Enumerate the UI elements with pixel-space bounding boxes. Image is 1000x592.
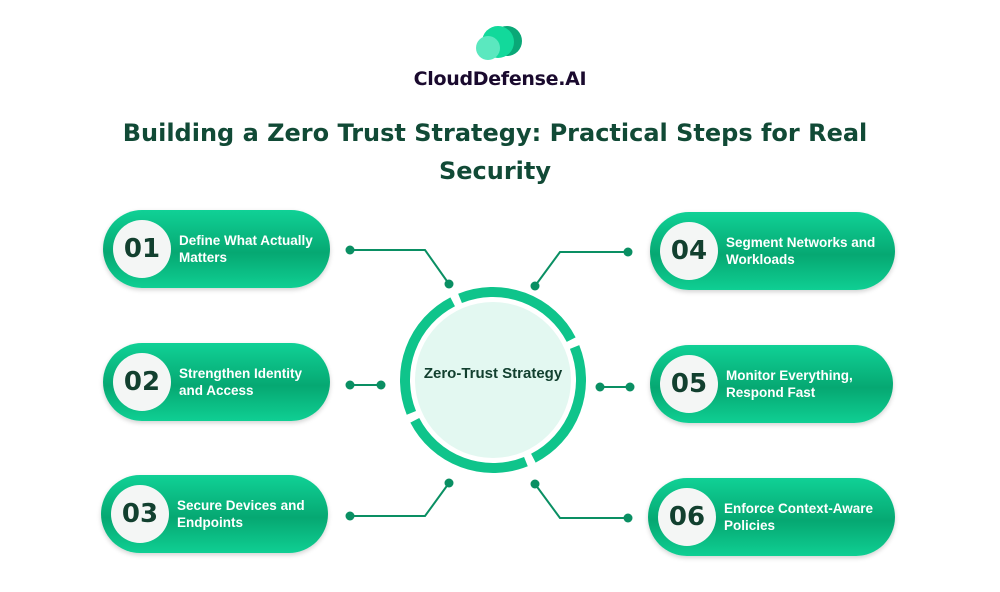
step-label: Define What Actually Matters [179,233,313,265]
connector-06 [534,483,628,519]
step-label: Monitor Everything, Respond Fast [726,368,853,400]
connector-03 [350,482,450,517]
step-04: 04 Segment Networks and Workloads [650,212,895,290]
step-06: 06 Enforce Context-Aware Policies [648,478,895,556]
step-number: 06 [658,488,716,546]
step-label: Secure Devices and Endpoints [177,498,305,530]
step-01: 01 Define What Actually Matters [103,210,330,288]
step-03: 03 Secure Devices and Endpoints [101,475,328,553]
step-number: 03 [111,485,169,543]
connector-01 [350,249,450,285]
step-label: Enforce Context-Aware Policies [724,501,874,533]
page-title: Building a Zero Trust Strategy: Practica… [122,119,868,185]
center-ring [400,287,586,473]
step-number: 02 [113,353,171,411]
step-number: 04 [660,222,718,280]
step-05: 05 Monitor Everything, Respond Fast [650,345,893,423]
step-label: Segment Networks and Workloads [726,235,876,267]
brand-name: CloudDefense.AI [413,68,587,90]
cloud-logo-icon [470,26,530,66]
step-label: Strengthen Identity and Access [179,366,303,398]
center-fill [415,302,571,458]
brand-logo: CloudDefense.AI [410,26,590,90]
step-number: 05 [660,355,718,413]
center-label: Zero-Trust Strategy [423,365,563,382]
step-number: 01 [113,220,171,278]
connector-04 [534,251,628,287]
step-02: 02 Strengthen Identity and Access [103,343,330,421]
